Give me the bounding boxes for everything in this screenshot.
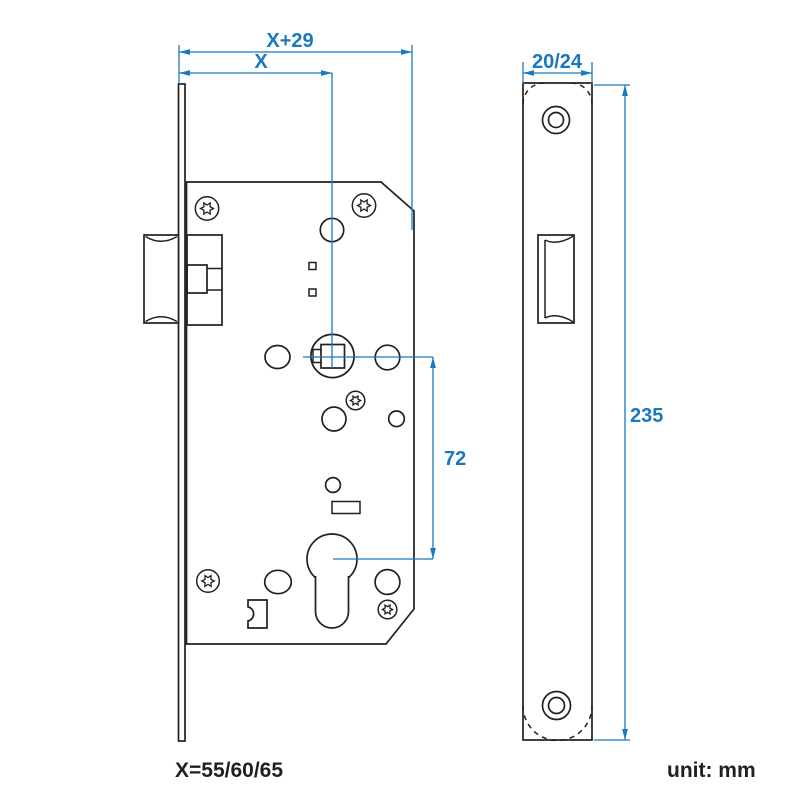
dim-label-faceplate-width: 20/24: [532, 51, 583, 73]
dim-label-faceplate-height: 235: [630, 405, 663, 427]
latch-bolt-head: [143, 234, 180, 324]
notched-bracket: [247, 599, 268, 629]
faceplate-screw-bottom: [541, 690, 572, 721]
latch-bolt-body: [186, 234, 223, 326]
dim-backset: X: [179, 51, 333, 368]
hole-small-right: [387, 410, 406, 428]
hole-left-of-spindle: [264, 344, 291, 370]
dim-label-backset: X: [254, 51, 268, 73]
torx-screw-middle: [345, 390, 366, 411]
square-hole-lower: [308, 288, 317, 297]
dimension-layer: X+29 X 72 20/24 235: [178, 30, 663, 741]
dim-total-width: X+29: [178, 30, 413, 230]
rect-hole: [331, 500, 361, 515]
dashed-corner-top-right: [570, 82, 593, 105]
torx-screw-bottom-left: [195, 568, 221, 594]
hole-below-spindle: [321, 406, 347, 432]
lock-case: [185, 181, 415, 645]
torx-screw-top-right: [351, 192, 377, 219]
note-backset-values: X=55/60/65: [175, 759, 283, 782]
latch-cutout-side: [537, 234, 575, 324]
torx-screw-bottom-right: [377, 599, 398, 620]
faceplate-side: [522, 82, 593, 741]
dim-label-total-width: X+29: [266, 30, 313, 52]
dim-center-distance: 72: [430, 357, 466, 559]
side-view: [522, 82, 593, 742]
dim-faceplate-height: 235: [594, 84, 663, 741]
faceplate-screw-top: [541, 105, 571, 135]
hole-left-of-cylinder: [263, 569, 293, 595]
front-view: [143, 83, 415, 742]
hole-right-of-cylinder: [374, 568, 401, 596]
hole-small-center: [324, 476, 342, 494]
dim-label-center-distance: 72: [444, 448, 466, 470]
dim-faceplate-width: 20/24: [522, 51, 593, 84]
torx-screw-top-left: [194, 195, 220, 222]
note-unit: unit: mm: [667, 759, 756, 782]
dashed-corner-top-left: [522, 82, 545, 105]
square-hole-upper: [308, 261, 317, 271]
faceplate-front: [177, 83, 186, 742]
